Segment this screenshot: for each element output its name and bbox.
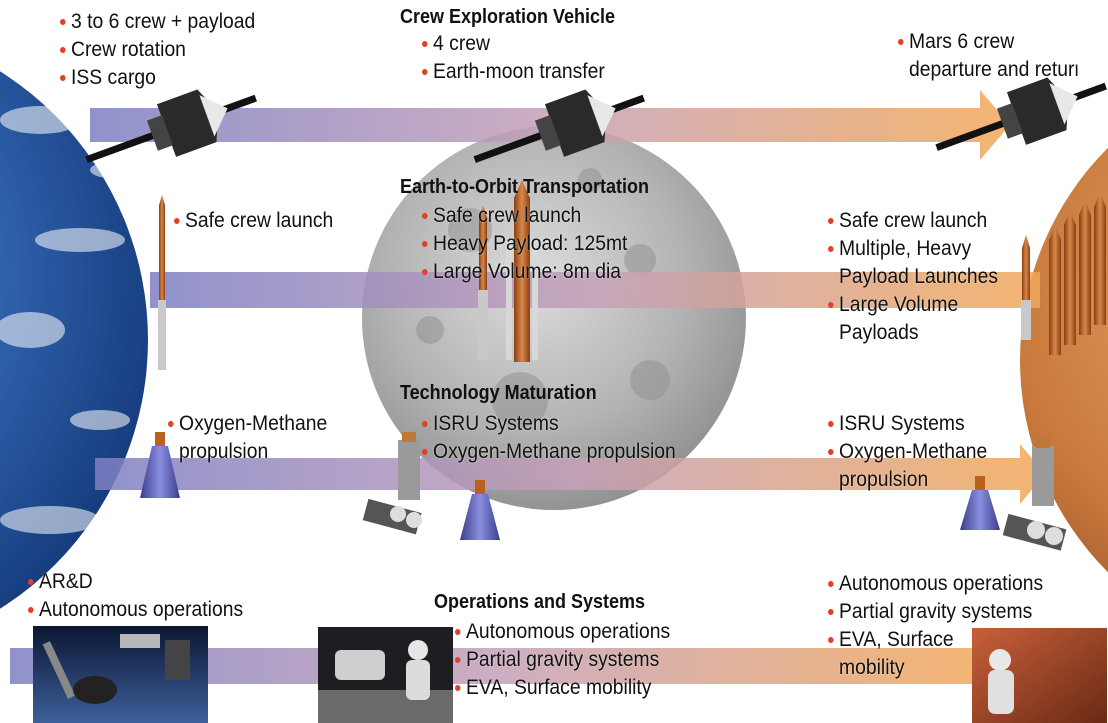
list-item-continued: propulsion <box>828 466 987 494</box>
list-item: 3 to 6 crew + payload <box>60 8 255 36</box>
list-item: Safe crew launch <box>174 207 333 235</box>
list-item: Oxygen-Methane <box>828 438 987 466</box>
list-item: Partial gravity systems <box>455 646 670 674</box>
space-station-photo <box>33 626 208 723</box>
list-item: Large Volume: 8m dia <box>422 258 627 286</box>
mars-technology-list: ISRU Systems Oxygen-Methane propulsion <box>828 410 987 494</box>
rocket-icon <box>1064 210 1076 345</box>
list-item: Oxygen-Methane <box>168 410 327 438</box>
transportation-heading: Earth-to-Orbit Transportation <box>400 176 649 199</box>
list-item-continued: departure and return <box>898 56 1077 84</box>
earth-crew-list: 3 to 6 crew + payload Crew rotation ISS … <box>60 8 255 92</box>
rocket-icon <box>1094 192 1106 325</box>
astronaut-photo <box>318 627 453 723</box>
mars-transport-list: Safe crew launch Multiple, Heavy Payload… <box>828 207 998 347</box>
moon-technology-list: ISRU Systems Oxygen-Methane propulsion <box>422 410 676 466</box>
list-item: EVA, Surface mobility <box>455 674 670 702</box>
list-item: Oxygen-Methane propulsion <box>422 438 676 466</box>
earth-technology-list: Oxygen-Methane propulsion <box>168 410 327 466</box>
list-item-continued: Payloads <box>828 319 998 347</box>
mars-crew-list: Mars 6 crew departure and return <box>898 28 1077 84</box>
list-item: 4 crew <box>422 30 605 58</box>
list-item-continued: Payload Launches <box>828 263 998 291</box>
moon-transport-list: Safe crew launch Heavy Payload: 125mt La… <box>422 202 627 286</box>
list-item: ISRU Systems <box>422 410 676 438</box>
operations-heading: Operations and Systems <box>434 591 645 614</box>
rocket-icon <box>1049 225 1061 355</box>
list-item: EVA, Surface <box>828 626 1043 654</box>
list-item: Heavy Payload: 125mt <box>422 230 627 258</box>
list-item: Multiple, Heavy <box>828 235 998 263</box>
list-item: ISS cargo <box>60 64 255 92</box>
list-item: Earth-moon transfer <box>422 58 605 86</box>
list-item: Mars 6 crew <box>898 28 1077 56</box>
rocket-icon <box>158 195 166 370</box>
list-item: AR&D <box>28 568 243 596</box>
rocket-icon <box>1079 200 1091 335</box>
list-item: ISRU Systems <box>828 410 987 438</box>
moon-operations-list: Autonomous operations Partial gravity sy… <box>455 618 670 702</box>
mars-operations-list: Autonomous operations Partial gravity sy… <box>828 570 1043 682</box>
technology-heading: Technology Maturation <box>400 382 597 405</box>
list-item: Safe crew launch <box>422 202 627 230</box>
earth-transport-list: Safe crew launch <box>174 207 333 235</box>
list-item: Autonomous operations <box>828 570 1043 598</box>
rocket-icon <box>1021 235 1031 340</box>
list-item: Crew rotation <box>60 36 255 64</box>
list-item: Safe crew launch <box>828 207 998 235</box>
list-item: Autonomous operations <box>28 596 243 624</box>
list-item: Partial gravity systems <box>828 598 1043 626</box>
moon-crew-list: 4 crew Earth-moon transfer <box>422 30 605 86</box>
list-item-continued: propulsion <box>168 438 327 466</box>
earth-operations-list: AR&D Autonomous operations <box>28 568 243 624</box>
list-item: Autonomous operations <box>455 618 670 646</box>
list-item: Large Volume <box>828 291 998 319</box>
list-item-continued: mobility <box>828 654 1043 682</box>
crew-vehicle-heading: Crew Exploration Vehicle <box>400 6 615 29</box>
